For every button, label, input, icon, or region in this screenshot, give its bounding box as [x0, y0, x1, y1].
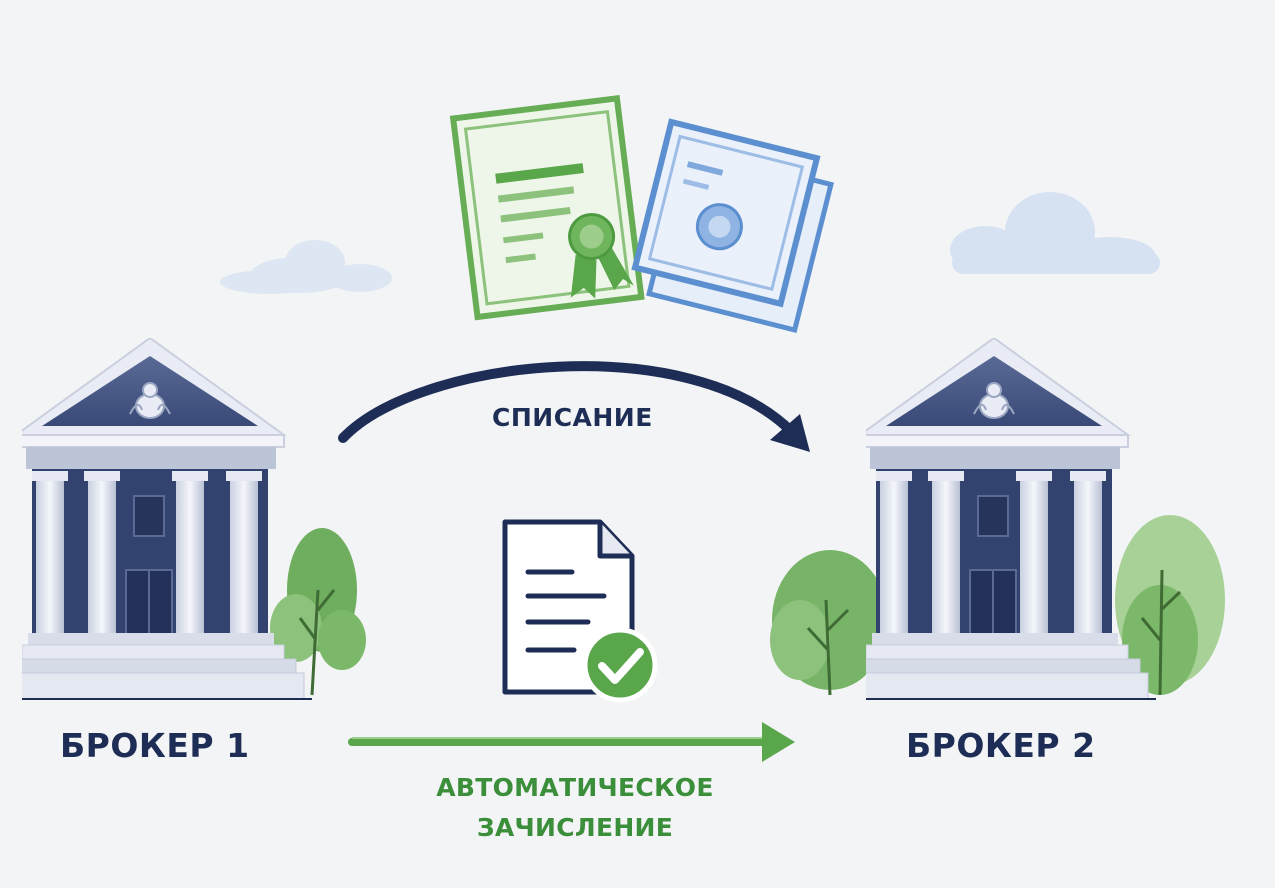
broker-2-label: БРОКЕР 2	[906, 726, 1096, 765]
tree-icon-right-front	[770, 550, 888, 696]
document-check-icon	[502, 519, 658, 703]
auto-credit-line-1: АВТОМАТИЧЕСКОЕ	[436, 773, 714, 802]
bank-building-icon-right	[866, 338, 1157, 700]
certificate-icon-blue	[631, 118, 834, 334]
auto-credit-label: АВТОМАТИЧЕСКОЕ ЗАЧИСЛЕНИЕ	[425, 768, 725, 848]
cloud-icon-right	[950, 192, 1160, 274]
writeoff-arrow	[338, 361, 810, 452]
auto-credit-line-2: ЗАЧИСЛЕНИЕ	[476, 813, 674, 842]
cloud-icon-left	[220, 240, 392, 294]
writeoff-label: СПИСАНИЕ	[492, 403, 653, 432]
certificate-icon-green	[449, 95, 645, 321]
tree-icon-right-back	[1115, 515, 1225, 696]
credit-arrow	[348, 722, 795, 762]
bank-building-icon-left	[22, 338, 313, 700]
tree-icon-left	[270, 528, 366, 696]
broker-1-label: БРОКЕР 1	[60, 726, 250, 765]
